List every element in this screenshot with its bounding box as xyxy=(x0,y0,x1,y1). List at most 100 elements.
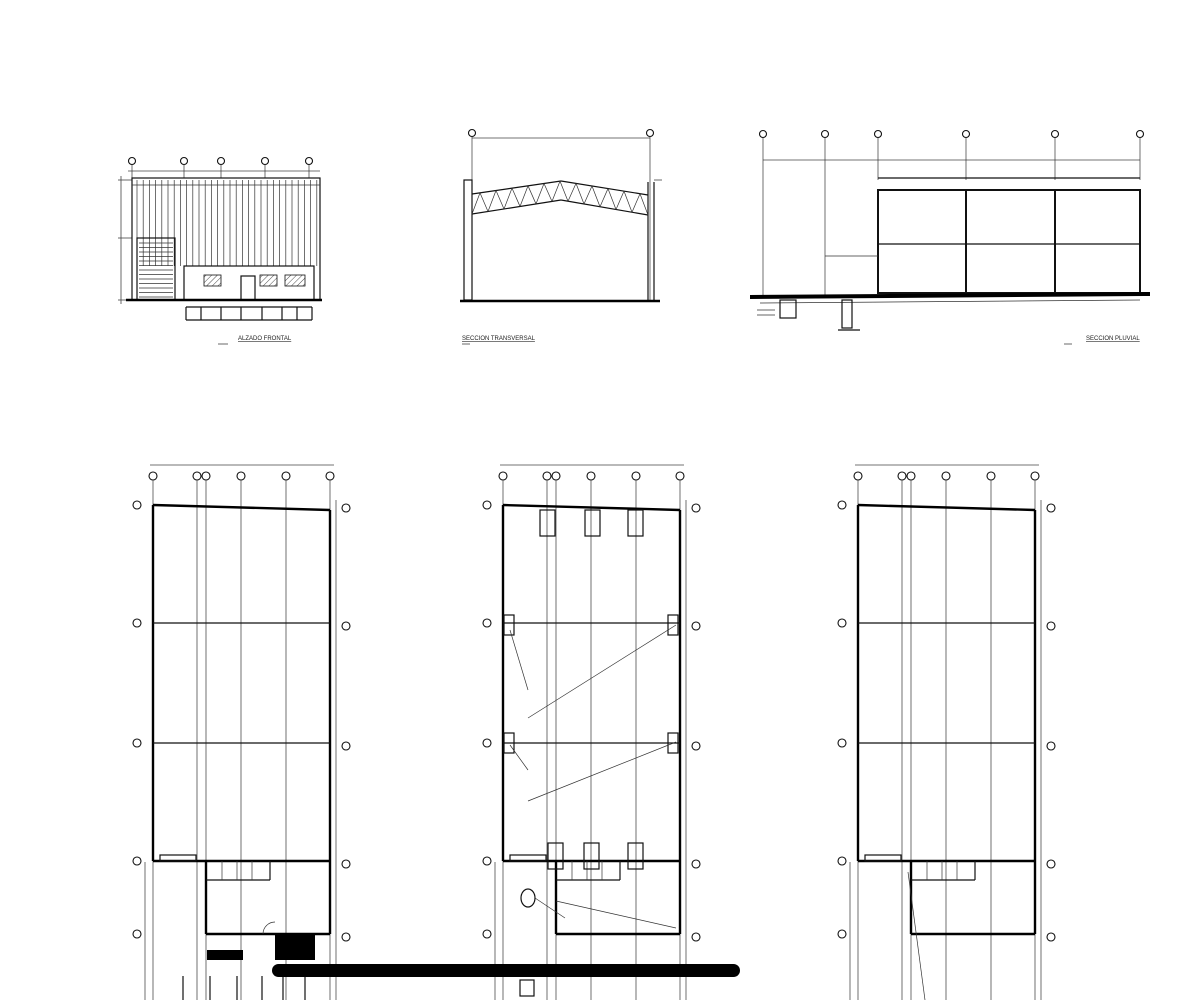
column-grid-bubble xyxy=(498,471,508,481)
row-grid-bubble xyxy=(341,621,351,631)
truss-web-member xyxy=(471,192,481,215)
truss-web-member xyxy=(567,183,577,202)
foundation-footings xyxy=(185,306,313,321)
column-grid-bubble xyxy=(236,471,246,481)
column-grid-bubble xyxy=(201,471,211,481)
column-grid-bubble xyxy=(941,471,951,481)
footing xyxy=(583,842,600,870)
floor-plan-1 xyxy=(132,464,351,1000)
row-grid-bubble xyxy=(482,738,492,748)
truss-web-member xyxy=(575,183,585,205)
footing xyxy=(667,732,679,754)
plan-door xyxy=(509,854,547,862)
floor-plan-2 xyxy=(482,464,701,1000)
row-grid-bubble xyxy=(1046,503,1056,513)
plan-wall xyxy=(152,503,331,512)
truss-web-member xyxy=(583,185,593,205)
truss-web-member xyxy=(591,185,601,207)
label-alzado-frontal: ALZADO FRONTAL xyxy=(238,336,292,342)
truss-web-member xyxy=(623,191,633,213)
truss-web-member xyxy=(551,181,561,202)
drain-box xyxy=(519,979,535,997)
drain-line xyxy=(555,900,677,929)
row-grid-bubble xyxy=(691,859,701,869)
truss-web-member xyxy=(599,188,609,207)
drain-line xyxy=(534,897,566,919)
row-grid-bubble xyxy=(341,741,351,751)
grid-bubbles-storm-section xyxy=(758,129,1145,139)
row-grid-bubble xyxy=(1046,932,1056,942)
footing xyxy=(627,842,644,870)
column-grid-bubble xyxy=(986,471,996,481)
storm-drain-section: SECCION PLUVIAL xyxy=(749,129,1151,345)
footing xyxy=(667,614,679,636)
truss-web-member xyxy=(479,192,489,212)
row-grid-bubble xyxy=(341,932,351,942)
plan-wall xyxy=(857,503,1036,512)
row-grid-bubble xyxy=(132,500,142,510)
row-grid-bubble xyxy=(837,738,847,748)
column-grid-bubble xyxy=(148,471,158,481)
wall-cladding-panels xyxy=(132,180,320,266)
truss-web-member xyxy=(615,190,625,210)
plan-solid-block xyxy=(207,950,243,960)
footing xyxy=(627,509,644,537)
row-grid-bubble xyxy=(482,618,492,628)
drain-line xyxy=(907,871,926,1000)
column-grid-bubble xyxy=(192,471,202,481)
door-swing xyxy=(262,921,276,935)
truss-web-member xyxy=(511,188,521,207)
truss-web-member xyxy=(639,193,649,216)
roof-truss xyxy=(471,181,649,216)
plan-door xyxy=(159,854,197,862)
manhole xyxy=(520,888,536,908)
footing xyxy=(584,509,601,537)
truss-web-member xyxy=(503,188,513,210)
column-grid-bubble xyxy=(906,471,916,481)
cross-section: SECCION TRANSVERSAL xyxy=(460,128,662,345)
row-grid-bubble xyxy=(132,618,142,628)
label-seccion-pluvial: SECCION PLUVIAL xyxy=(1086,336,1140,342)
column-grid-bubble xyxy=(542,471,552,481)
row-grid-bubble xyxy=(132,738,142,748)
floor-plans xyxy=(132,464,1056,1000)
row-grid-bubble xyxy=(837,929,847,939)
truss-web-member xyxy=(527,185,537,205)
truss-web-member xyxy=(543,183,553,202)
column-grid-bubble xyxy=(551,471,561,481)
plan-wall xyxy=(502,503,681,512)
truss-web-member xyxy=(559,181,569,202)
row-grid-bubble xyxy=(1046,741,1056,751)
front-elevation: ALZADO FRONTAL xyxy=(118,156,322,345)
horizontal-scrollbar-thumb[interactable] xyxy=(272,964,740,977)
bracing-line xyxy=(527,624,677,719)
row-grid-bubble xyxy=(482,856,492,866)
column-grid-bubble xyxy=(675,471,685,481)
truss-web-member xyxy=(607,188,617,210)
row-grid-bubble xyxy=(341,859,351,869)
column-grid-bubble xyxy=(325,471,335,481)
row-grid-bubble xyxy=(132,929,142,939)
truss-web-member xyxy=(495,190,505,210)
plan-door xyxy=(864,854,902,862)
row-grid-bubble xyxy=(691,621,701,631)
row-grid-bubble xyxy=(837,618,847,628)
column-grid-bubble xyxy=(281,471,291,481)
label-seccion-transversal: SECCION TRANSVERSAL xyxy=(462,336,536,342)
footing xyxy=(503,732,515,754)
column-grid-bubble xyxy=(897,471,907,481)
bracing-line xyxy=(527,741,677,802)
footing xyxy=(503,614,515,636)
row-grid-bubble xyxy=(837,856,847,866)
truss-web-member xyxy=(487,190,497,212)
row-grid-bubble xyxy=(837,500,847,510)
row-grid-bubble xyxy=(1046,859,1056,869)
row-grid-bubble xyxy=(341,503,351,513)
row-grid-bubble xyxy=(691,503,701,513)
row-grid-bubble xyxy=(691,932,701,942)
column-grid-bubble xyxy=(631,471,641,481)
row-grid-bubble xyxy=(691,741,701,751)
footing xyxy=(539,509,556,537)
row-grid-bubble xyxy=(482,929,492,939)
truss-web-member xyxy=(519,185,529,207)
